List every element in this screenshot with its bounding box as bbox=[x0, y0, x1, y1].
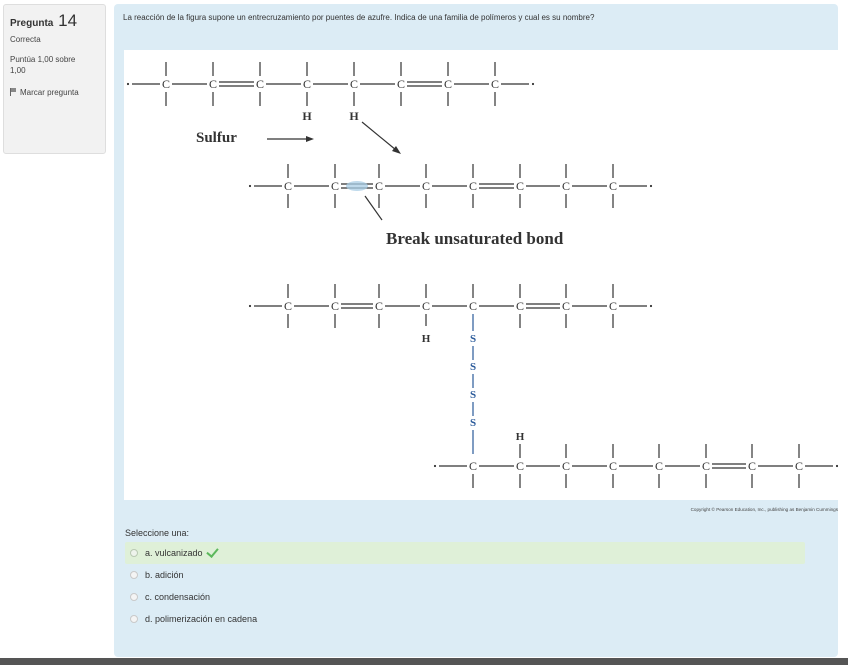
question-formulation: La reacción de la figura supone un entre… bbox=[114, 4, 838, 657]
carbon-atom: C bbox=[609, 179, 617, 193]
hydrogen-atom: H bbox=[516, 431, 525, 443]
carbon-atom: C bbox=[516, 459, 524, 473]
answer-label: a. vulcanizado bbox=[145, 548, 203, 558]
carbon-atom: C bbox=[256, 77, 264, 91]
hydrogen-atom: H bbox=[422, 333, 431, 345]
carbon-atom: C bbox=[350, 77, 358, 91]
sulfur-label: Sulfur bbox=[196, 130, 237, 146]
carbon-atom: C bbox=[397, 77, 405, 91]
hydrogen-arrow bbox=[361, 121, 397, 151]
answer-radio[interactable] bbox=[130, 593, 138, 601]
sulfur-arrowhead bbox=[306, 136, 314, 142]
carbon-atom: C bbox=[491, 77, 499, 91]
answer-list: a. vulcanizado b. adición c. condensación d… bbox=[125, 542, 805, 630]
hydrogen-arrowhead bbox=[392, 146, 401, 154]
break-pointer bbox=[364, 195, 383, 221]
chain-dot bbox=[248, 184, 252, 188]
carbon-atom: C bbox=[609, 459, 617, 473]
chain-dot bbox=[433, 464, 437, 468]
carbon-atom: C bbox=[422, 179, 430, 193]
question-grade: Puntúa 1,00 sobre 1,00 bbox=[10, 55, 76, 75]
carbon-atom: C bbox=[375, 179, 383, 193]
hydrogen-atom: H bbox=[349, 109, 359, 123]
question-number-value: 14 bbox=[58, 11, 78, 30]
answer-radio[interactable] bbox=[130, 549, 138, 557]
carbon-atom: C bbox=[444, 77, 452, 91]
question-label: Pregunta bbox=[10, 18, 54, 29]
carbon-atom: C bbox=[748, 459, 756, 473]
sulfur-atom: S bbox=[470, 389, 476, 401]
break-highlight bbox=[346, 181, 368, 191]
carbon-atom: C bbox=[303, 77, 311, 91]
carbon-atom: C bbox=[469, 299, 477, 313]
break-bond-label: Break unsaturated bond bbox=[386, 229, 564, 248]
answer-option[interactable]: c. condensación bbox=[125, 586, 805, 608]
carbon-atom: C bbox=[469, 179, 477, 193]
carbon-atom: C bbox=[655, 459, 663, 473]
hydrogen-atom: H bbox=[302, 109, 312, 123]
sulfur-atom: S bbox=[470, 417, 476, 429]
carbon-atom: C bbox=[516, 299, 524, 313]
carbon-atom: C bbox=[331, 179, 339, 193]
chain-dot bbox=[531, 82, 535, 86]
carbon-atom: C bbox=[422, 299, 430, 313]
carbon-atom: C bbox=[284, 299, 292, 313]
answer-radio[interactable] bbox=[130, 571, 138, 579]
carbon-atom: C bbox=[331, 299, 339, 313]
carbon-atom: C bbox=[609, 299, 617, 313]
carbon-atom: C bbox=[702, 459, 710, 473]
question-info-panel: Pregunta 14 Correcta Puntúa 1,00 sobre 1… bbox=[3, 4, 106, 154]
answer-prompt: Seleccione una: bbox=[125, 528, 190, 538]
answer-option[interactable]: a. vulcanizado bbox=[125, 542, 805, 564]
carbon-atom: C bbox=[469, 459, 477, 473]
answer-label: b. adición bbox=[145, 570, 184, 580]
carbon-atom: C bbox=[209, 77, 217, 91]
sulfur-atom: S bbox=[470, 361, 476, 373]
question-text: La reacción de la figura supone un entre… bbox=[123, 13, 595, 22]
carbon-atom: C bbox=[284, 179, 292, 193]
chain-dot bbox=[649, 304, 653, 308]
question-number: Pregunta 14 bbox=[10, 11, 99, 31]
answer-label: d. polimerización en cadena bbox=[145, 614, 258, 624]
bottom-bar bbox=[0, 658, 848, 665]
carbon-atom: C bbox=[795, 459, 803, 473]
question-state: Correcta bbox=[10, 35, 41, 44]
chain-dot bbox=[126, 82, 130, 86]
carbon-atom: C bbox=[562, 459, 570, 473]
answer-option[interactable]: d. polimerización en cadena bbox=[125, 608, 805, 630]
carbon-atom: C bbox=[562, 179, 570, 193]
flag-icon bbox=[10, 88, 17, 96]
carbon-atom: C bbox=[516, 179, 524, 193]
answer-radio[interactable] bbox=[130, 615, 138, 623]
chain-dot bbox=[248, 304, 252, 308]
chain-dot bbox=[649, 184, 653, 188]
figure-credit: Copyright © Pearson Education, Inc., pub… bbox=[690, 507, 838, 512]
check-icon bbox=[205, 544, 219, 558]
answer-option[interactable]: b. adición bbox=[125, 564, 805, 586]
answer-label: c. condensación bbox=[145, 592, 211, 602]
carbon-atom: C bbox=[562, 299, 570, 313]
chain-dot bbox=[835, 464, 838, 468]
carbon-atom: C bbox=[375, 299, 383, 313]
flag-question-link[interactable]: Marcar pregunta bbox=[10, 87, 99, 98]
sulfur-atom: S bbox=[470, 333, 476, 345]
carbon-atom: C bbox=[162, 77, 170, 91]
flag-label: Marcar pregunta bbox=[20, 88, 79, 97]
